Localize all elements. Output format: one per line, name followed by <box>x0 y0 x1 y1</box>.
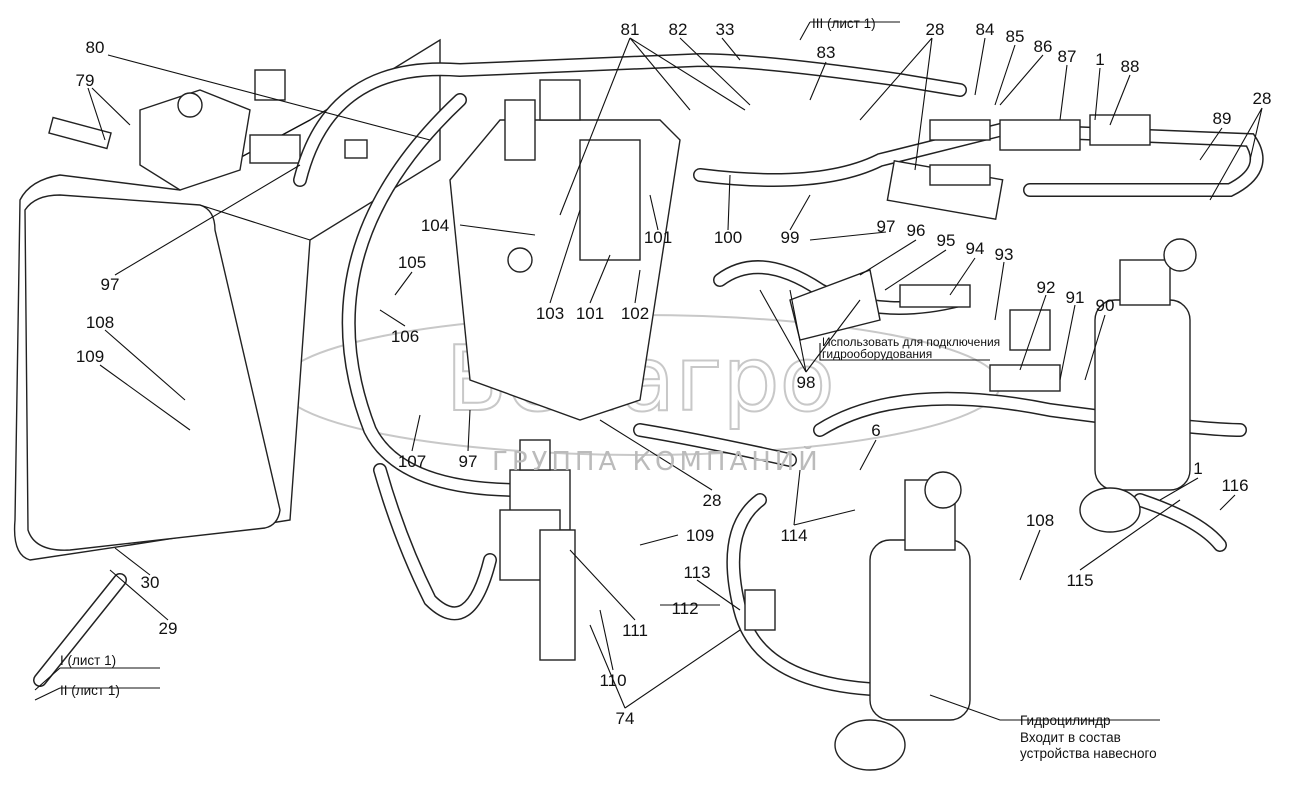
cylinder-note-title: Гидроцилиндр <box>1020 713 1111 728</box>
reference-sheet1-ii: II (лист 1) <box>60 683 120 698</box>
callout-96: 96 <box>907 221 926 240</box>
callout-101: 101 <box>576 304 604 323</box>
callout-30: 30 <box>141 573 160 592</box>
callout-105: 105 <box>398 253 426 272</box>
callout-29: 29 <box>159 619 178 638</box>
callout-97: 97 <box>459 452 478 471</box>
leader-lines <box>34 21 1263 721</box>
callout-80: 80 <box>86 38 105 57</box>
callout-79: 79 <box>76 71 95 90</box>
callout-115: 115 <box>1066 571 1093 590</box>
callout-33: 33 <box>716 20 735 39</box>
oil-tank <box>13 38 441 561</box>
callout-28: 28 <box>1253 89 1272 108</box>
callout-109: 109 <box>76 347 104 366</box>
cylinder-note-line1: Входит в состав <box>1020 730 1121 745</box>
callout-88: 88 <box>1121 57 1140 76</box>
callout-93: 93 <box>995 245 1014 264</box>
callout-98: 98 <box>797 373 816 392</box>
callout-6: 6 <box>871 421 880 440</box>
callout-108: 108 <box>86 313 114 332</box>
callout-97: 97 <box>101 275 120 294</box>
cylinder-note-line2: устройства навесного <box>1020 746 1157 761</box>
callout-83: 83 <box>817 43 836 62</box>
callout-28: 28 <box>926 20 945 39</box>
valve-block <box>499 439 576 661</box>
watermark-subtitle: ГРУППА КОМПАНИЙ <box>492 445 822 477</box>
callout-86: 86 <box>1034 37 1053 56</box>
callout-89: 89 <box>1213 109 1232 128</box>
callout-1: 1 <box>1095 50 1104 69</box>
callout-110: 110 <box>599 671 626 690</box>
callout-102: 102 <box>621 304 649 323</box>
equipment-note-line2: гидрооборудования <box>822 347 932 361</box>
callout-109: 109 <box>686 526 714 545</box>
callout-87: 87 <box>1058 47 1077 66</box>
callout-99: 99 <box>781 228 800 247</box>
callout-28: 28 <box>703 491 722 510</box>
callout-103: 103 <box>536 304 564 323</box>
callout-104: 104 <box>421 216 449 235</box>
callout-116: 116 <box>1221 476 1248 495</box>
callout-numbers: 80 79 97 108 109 30 29 81 82 33 83 28 84… <box>76 20 1272 728</box>
quick-couplings <box>886 114 1151 392</box>
hoses <box>33 52 1264 697</box>
callout-97: 97 <box>877 217 896 236</box>
callout-92: 92 <box>1037 278 1056 297</box>
annotations: I (лист 1) II (лист 1) III (лист 1) Испо… <box>60 16 1157 761</box>
callout-101: 101 <box>644 228 672 247</box>
callout-112: 112 <box>671 599 698 618</box>
callout-1: 1 <box>1193 459 1202 478</box>
callout-113: 113 <box>683 563 710 582</box>
callout-94: 94 <box>966 239 985 258</box>
callout-106: 106 <box>391 327 419 346</box>
callout-95: 95 <box>937 231 956 250</box>
hydraulic-distributor <box>449 79 681 421</box>
callout-107: 107 <box>398 452 426 471</box>
callout-114: 114 <box>780 526 807 545</box>
hydraulic-cylinder-left <box>834 471 971 771</box>
equipment-note-line1: Использовать для подключения <box>822 335 1000 349</box>
reference-sheet1-i: I (лист 1) <box>60 653 116 668</box>
hydraulic-cylinder-right <box>1079 238 1197 533</box>
callout-81: 81 <box>621 20 640 39</box>
callout-91: 91 <box>1066 288 1085 307</box>
callout-85: 85 <box>1006 27 1025 46</box>
callout-84: 84 <box>976 20 995 39</box>
callout-74: 74 <box>616 709 635 728</box>
callout-100: 100 <box>714 228 742 247</box>
callout-111: 111 <box>622 621 648 640</box>
callout-90: 90 <box>1096 296 1115 315</box>
filter-assembly <box>48 89 301 191</box>
reference-sheet1-iii: III (лист 1) <box>812 16 876 31</box>
callout-108: 108 <box>1026 511 1054 530</box>
callout-82: 82 <box>669 20 688 39</box>
